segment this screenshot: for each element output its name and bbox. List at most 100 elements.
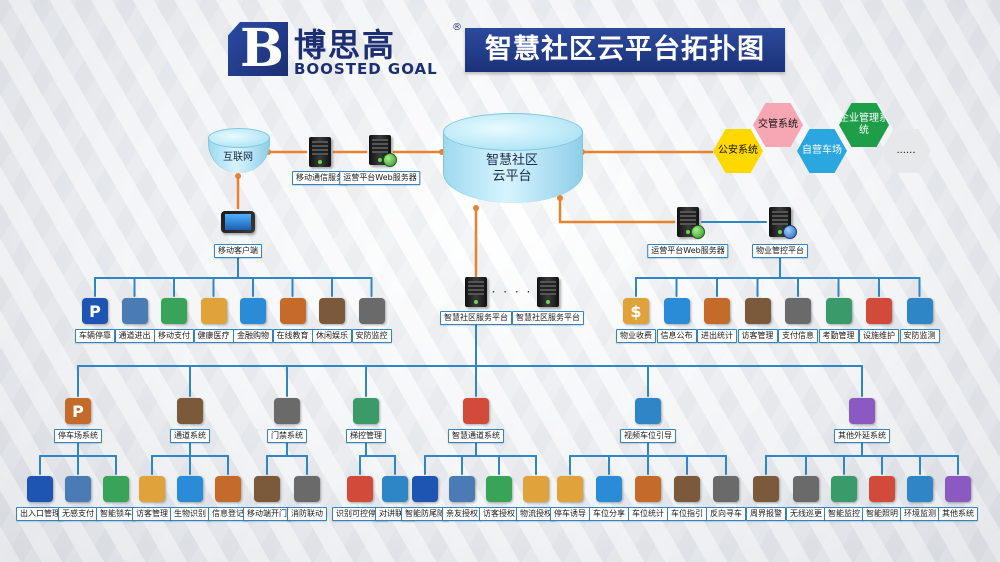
leaf-icon xyxy=(753,476,779,502)
leaf-label: 生物识别 xyxy=(170,507,210,521)
leaf-icon xyxy=(486,476,512,502)
leaf-icon xyxy=(557,476,583,502)
leaf-icon xyxy=(294,476,320,502)
subsystem-icon xyxy=(463,398,489,424)
cloud-label-line1: 智慧社区 xyxy=(485,153,538,168)
leaf-label: 智能防尾随 xyxy=(401,507,449,521)
leaf-icon xyxy=(449,476,475,502)
right-service-label: 物业收费 xyxy=(616,329,656,343)
left-service-icon: P xyxy=(82,298,108,324)
mobile-client-label: 移动客户端 xyxy=(214,244,262,258)
brand-name-en: BOOSTED GOAL xyxy=(294,60,438,78)
cloud-label-line2: 云平台 xyxy=(492,169,532,184)
leaf-label: 访客管理 xyxy=(132,507,172,521)
subsystem-icon xyxy=(353,398,379,424)
subsystem-label: 门禁系统 xyxy=(267,429,307,443)
web-server-icon xyxy=(369,135,397,167)
subsystem-icon: P xyxy=(65,398,91,424)
leaf-icon xyxy=(215,476,241,502)
right-service-label: 访客管理 xyxy=(737,329,778,343)
left-service-icon xyxy=(279,298,306,324)
leaf-label: 环境监测 xyxy=(900,507,940,521)
subsystem-label: 智慧通道系统 xyxy=(448,429,504,443)
leaf-icon xyxy=(412,476,438,502)
subsystem-icon xyxy=(635,398,661,424)
hex-label: 企业管理系统 xyxy=(839,113,889,136)
left-service-label: 金融购物 xyxy=(233,329,273,343)
left-service-icon xyxy=(200,298,227,324)
hex-label: 公安系统 xyxy=(718,145,758,156)
leaf-icon xyxy=(523,476,549,502)
leaf-icon xyxy=(139,476,165,502)
right-service-label: 设施维护 xyxy=(859,329,899,343)
leaf-label: 车位统计 xyxy=(628,507,668,521)
mobile-phone-icon xyxy=(221,211,255,233)
right-service-icon xyxy=(704,298,730,324)
leaf-label: 智能照明 xyxy=(862,507,902,521)
mid-left-server-icon xyxy=(465,277,487,307)
leaf-label: 周界报警 xyxy=(746,507,786,521)
leaf-icon xyxy=(347,476,373,502)
mid-right-server-label: 智慧社区服务平台 xyxy=(512,311,584,325)
internet-label: 互联网 xyxy=(223,152,253,163)
leaf-icon xyxy=(382,476,408,502)
subsystem-icon xyxy=(849,398,875,424)
right-web-server-label: 运营平台Web服务器 xyxy=(647,244,729,258)
subsystem-label: 视频车位引导 xyxy=(620,429,676,443)
brand-name-cn: 博思高 xyxy=(294,26,397,64)
right-service-icon xyxy=(744,298,771,324)
leaf-icon xyxy=(831,476,857,502)
leaf-label: 消防联动 xyxy=(287,507,327,521)
right-service-label: 安防监测 xyxy=(899,329,940,343)
leaf-label: 信息登记 xyxy=(208,507,248,521)
mid-right-server-icon xyxy=(537,277,559,307)
leaf-icon xyxy=(27,476,53,502)
leaf-icon xyxy=(177,476,203,502)
subsystem-icon xyxy=(274,398,300,424)
right-web-server-icon xyxy=(677,207,705,239)
leaf-label: 停车诱导 xyxy=(550,507,590,521)
property-server-label: 物业管控平台 xyxy=(752,244,808,258)
logo-letter: B xyxy=(240,18,284,79)
brand-logo: B 博思高 BOOSTED GOAL ® xyxy=(228,22,464,80)
leaf-label: 无感支付 xyxy=(58,507,98,521)
leaf-label: 亲友授权 xyxy=(442,507,482,521)
right-service-label: 进出统计 xyxy=(697,329,737,343)
leaf-icon xyxy=(869,476,895,502)
left-service-label: 休闲娱乐 xyxy=(312,329,352,343)
cloud-platform-label: 智慧社区 云平台 xyxy=(443,153,581,185)
leaf-icon xyxy=(254,476,280,502)
leaf-label: 访客授权 xyxy=(479,507,519,521)
left-service-label: 健康医疗 xyxy=(193,329,234,343)
right-service-icon xyxy=(785,298,811,324)
leaf-label: 移动端开门 xyxy=(243,507,291,521)
subsystem-label: 停车场系统 xyxy=(54,429,102,443)
cloud-platform-node: 智慧社区 云平台 xyxy=(443,113,583,207)
left-service-label: 安防监控 xyxy=(351,329,392,343)
left-service-label: 通道进出 xyxy=(114,329,155,343)
left-service-icon xyxy=(121,298,148,324)
server-ellipsis: · · · · xyxy=(491,285,533,299)
right-service-label: 考勤管理 xyxy=(818,329,859,343)
web-server-label: 运营平台Web服务器 xyxy=(339,171,421,185)
hex-label: 自营车场 xyxy=(802,145,842,156)
leaf-label: 车位分享 xyxy=(589,507,629,521)
logo-mark: B xyxy=(228,22,288,76)
hex-label: ...... xyxy=(896,145,916,156)
right-service-icon xyxy=(663,298,690,324)
right-service-icon xyxy=(866,298,892,324)
leaf-label: 反向寻车 xyxy=(706,507,746,521)
left-service-label: 在线教育 xyxy=(272,329,313,343)
left-service-icon xyxy=(358,298,385,324)
leaf-label: 其他系统 xyxy=(938,507,978,521)
right-service-icon xyxy=(906,298,933,324)
leaf-label: 无线巡更 xyxy=(786,507,826,521)
leaf-icon xyxy=(907,476,933,502)
right-service-icon: $ xyxy=(623,298,649,324)
leaf-label: 智能锁车 xyxy=(96,507,136,521)
leaf-icon xyxy=(103,476,129,502)
leaf-icon xyxy=(65,476,91,502)
subsystem-icon xyxy=(177,398,203,424)
internet-node: 互联网 xyxy=(208,128,270,176)
subsystem-label: 梯控管理 xyxy=(346,429,386,443)
